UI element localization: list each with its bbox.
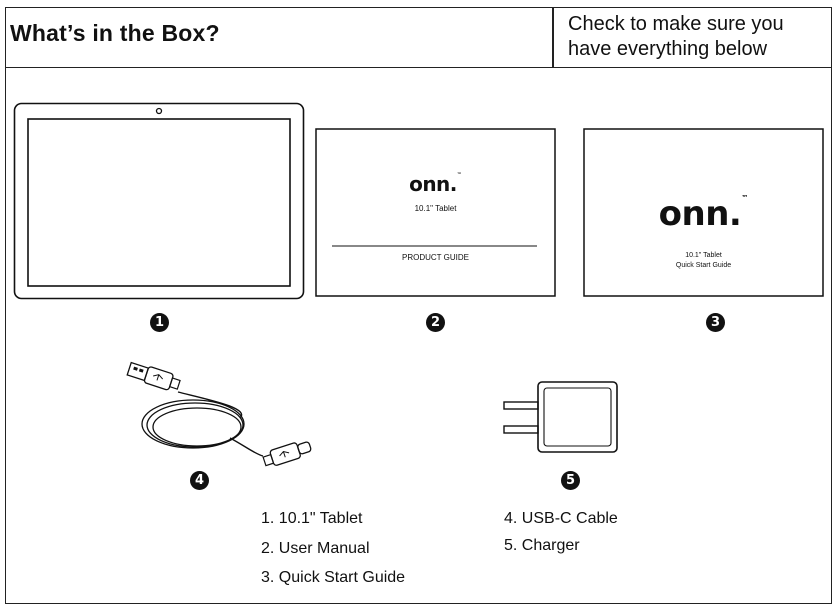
product-guide-subtitle: 10.1" Tablet (414, 204, 457, 213)
usb-c-cable-illustration (126, 361, 312, 467)
item-number-badge: 4 (190, 471, 209, 490)
header-bar: What’s in the Box? Check to make sure yo… (6, 8, 831, 68)
quick-start-guide-illustration (583, 128, 824, 297)
quick-start-brand: onn.™ (658, 194, 749, 234)
subtitle-line-2: have everything below (568, 38, 768, 60)
quick-start-line-1: 10.1" Tablet (685, 252, 722, 259)
page-title: What’s in the Box? (10, 20, 220, 46)
box-contents-frame: What’s in the Box? Check to make sure yo… (5, 7, 832, 604)
quick-start-line-2: Quick Start Guide (675, 262, 732, 269)
list-item: 3. Quick Start Guide (261, 569, 406, 586)
tablet-illustration (13, 102, 305, 300)
list-item: 5. Charger (504, 537, 580, 554)
header-subtitle: Check to make sure you have everything b… (568, 12, 830, 62)
charger-illustration (503, 381, 618, 453)
list-item: 4. USB-C Cable (504, 510, 618, 527)
product-guide-label: PRODUCT GUIDE (402, 253, 469, 262)
header-divider (552, 8, 554, 68)
subtitle-line-1: Check to make sure you (568, 13, 784, 35)
item-number-badge: 1 (150, 313, 169, 332)
camera-icon (155, 107, 163, 115)
item-number-badge: 2 (426, 313, 445, 332)
product-guide-illustration (315, 128, 556, 297)
item-number-badge: 5 (561, 471, 580, 490)
item-number-badge: 3 (706, 313, 725, 332)
list-item: 2. User Manual (261, 540, 370, 557)
list-item: 1. 10.1" Tablet (261, 510, 363, 527)
product-guide-brand: onn.™ (409, 172, 462, 196)
